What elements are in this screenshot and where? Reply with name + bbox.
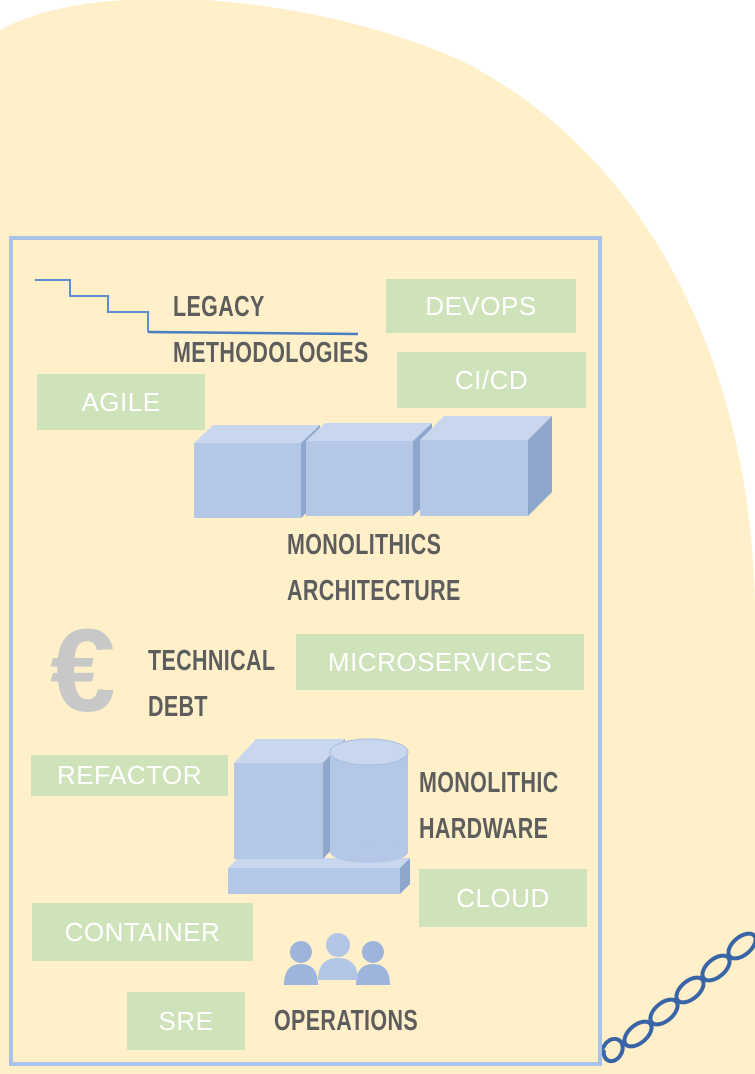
- tag-agile: AGILE: [37, 374, 205, 430]
- label-monolithics-line2: ARCHITECTURE: [287, 575, 461, 607]
- tag-sre: SRE: [127, 992, 245, 1050]
- database-cylinder-icon: [329, 738, 409, 863]
- label-monolithics-architecture: MONOLITHICS ARCHITECTURE: [287, 522, 461, 614]
- label-legacy-line1: LEGACY: [173, 291, 265, 323]
- legacy-frame: [9, 236, 602, 1066]
- label-hardware-line1: MONOLITHIC: [419, 767, 559, 799]
- server-cube-3: [420, 416, 552, 516]
- hardware-base: [228, 858, 410, 894]
- label-monolithic-hardware: MONOLITHIC HARDWARE: [419, 760, 559, 852]
- tag-cloud: CLOUD: [419, 869, 587, 927]
- monolithic-hardware-icon: [228, 738, 410, 894]
- server-cubes-icon: [194, 416, 552, 518]
- chain-icon: [600, 931, 755, 1064]
- label-monolithics-line1: MONOLITHICS: [287, 529, 442, 561]
- label-legacy-line2: METHODOLOGIES: [173, 337, 369, 369]
- label-hardware-line2: HARDWARE: [419, 813, 549, 845]
- tag-cicd: CI/CD: [397, 352, 586, 408]
- label-technical-line2: DEBT: [148, 691, 208, 723]
- label-legacy-methodologies: LEGACY METHODOLOGIES: [173, 284, 369, 376]
- staircase-line-icon: [35, 279, 359, 336]
- people-group-icon: [284, 933, 390, 985]
- tag-refactor: REFACTOR: [31, 755, 228, 796]
- label-technical-debt: TECHNICAL DEBT: [148, 638, 275, 730]
- tag-microservices: MICROSERVICES: [296, 634, 584, 690]
- label-operations: OPERATIONS: [274, 1005, 418, 1037]
- label-technical-line1: TECHNICAL: [148, 645, 276, 677]
- tag-container: CONTAINER: [32, 903, 253, 961]
- euro-icon: €: [50, 605, 116, 737]
- tag-devops: DEVOPS: [386, 279, 576, 333]
